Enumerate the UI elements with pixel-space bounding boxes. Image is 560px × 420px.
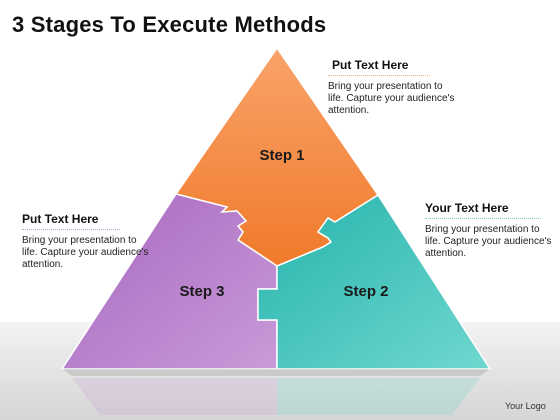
callout-right-heading: Your Text Here — [425, 201, 541, 219]
callout-left-heading: Put Text Here — [22, 212, 121, 230]
step-1-label: Step 1 — [259, 147, 304, 164]
step-3-label: Step 3 — [179, 283, 224, 300]
callout-top: Put Text Here Bring your presentation to… — [328, 56, 458, 117]
callout-right: Your Text Here Bring your presentation t… — [425, 199, 555, 260]
pyramid-base-edge — [62, 369, 490, 376]
callout-top-body: Bring your presentation to life. Capture… — [328, 81, 455, 116]
callout-left: Put Text Here Bring your presentation to… — [22, 210, 152, 271]
page-title: 3 Stages To Execute Methods — [12, 12, 327, 37]
callout-right-body: Bring your presentation to life. Capture… — [425, 224, 552, 259]
teal-reflection — [277, 378, 480, 415]
step-2-label: Step 2 — [343, 283, 388, 300]
callout-top-heading: Put Text Here — [328, 58, 431, 76]
callout-left-body: Bring your presentation to life. Capture… — [22, 235, 149, 270]
step-2-piece — [257, 193, 492, 370]
logo-text: Your Logo — [505, 401, 546, 411]
purple-reflection — [72, 378, 277, 415]
